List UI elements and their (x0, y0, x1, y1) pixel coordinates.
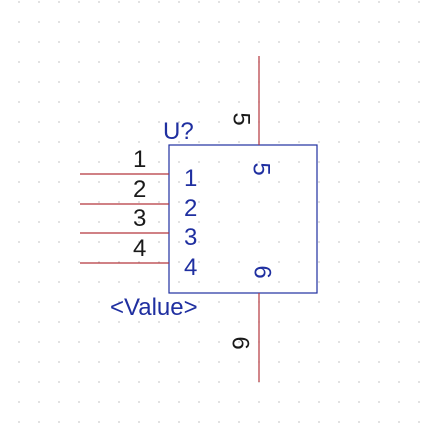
pin-3-number: 3 (133, 205, 147, 232)
pin-4-number: 4 (133, 235, 147, 262)
component-body[interactable] (168, 144, 318, 294)
pin-2-number: 2 (133, 176, 147, 203)
pin-2-name: 2 (184, 195, 198, 222)
reference-designator[interactable]: U? (163, 118, 194, 145)
pin-5-number: 5 (227, 112, 255, 126)
pin-6-number: 6 (226, 336, 254, 350)
pin-6-name: 6 (248, 265, 276, 279)
pin-5-name: 5 (247, 162, 275, 176)
pin-4-name: 4 (184, 254, 198, 281)
component-value[interactable]: <Value> (110, 294, 198, 321)
pin-1-name: 1 (184, 165, 198, 192)
pin-1-number: 1 (133, 146, 147, 173)
pin-3-name: 3 (184, 224, 198, 251)
